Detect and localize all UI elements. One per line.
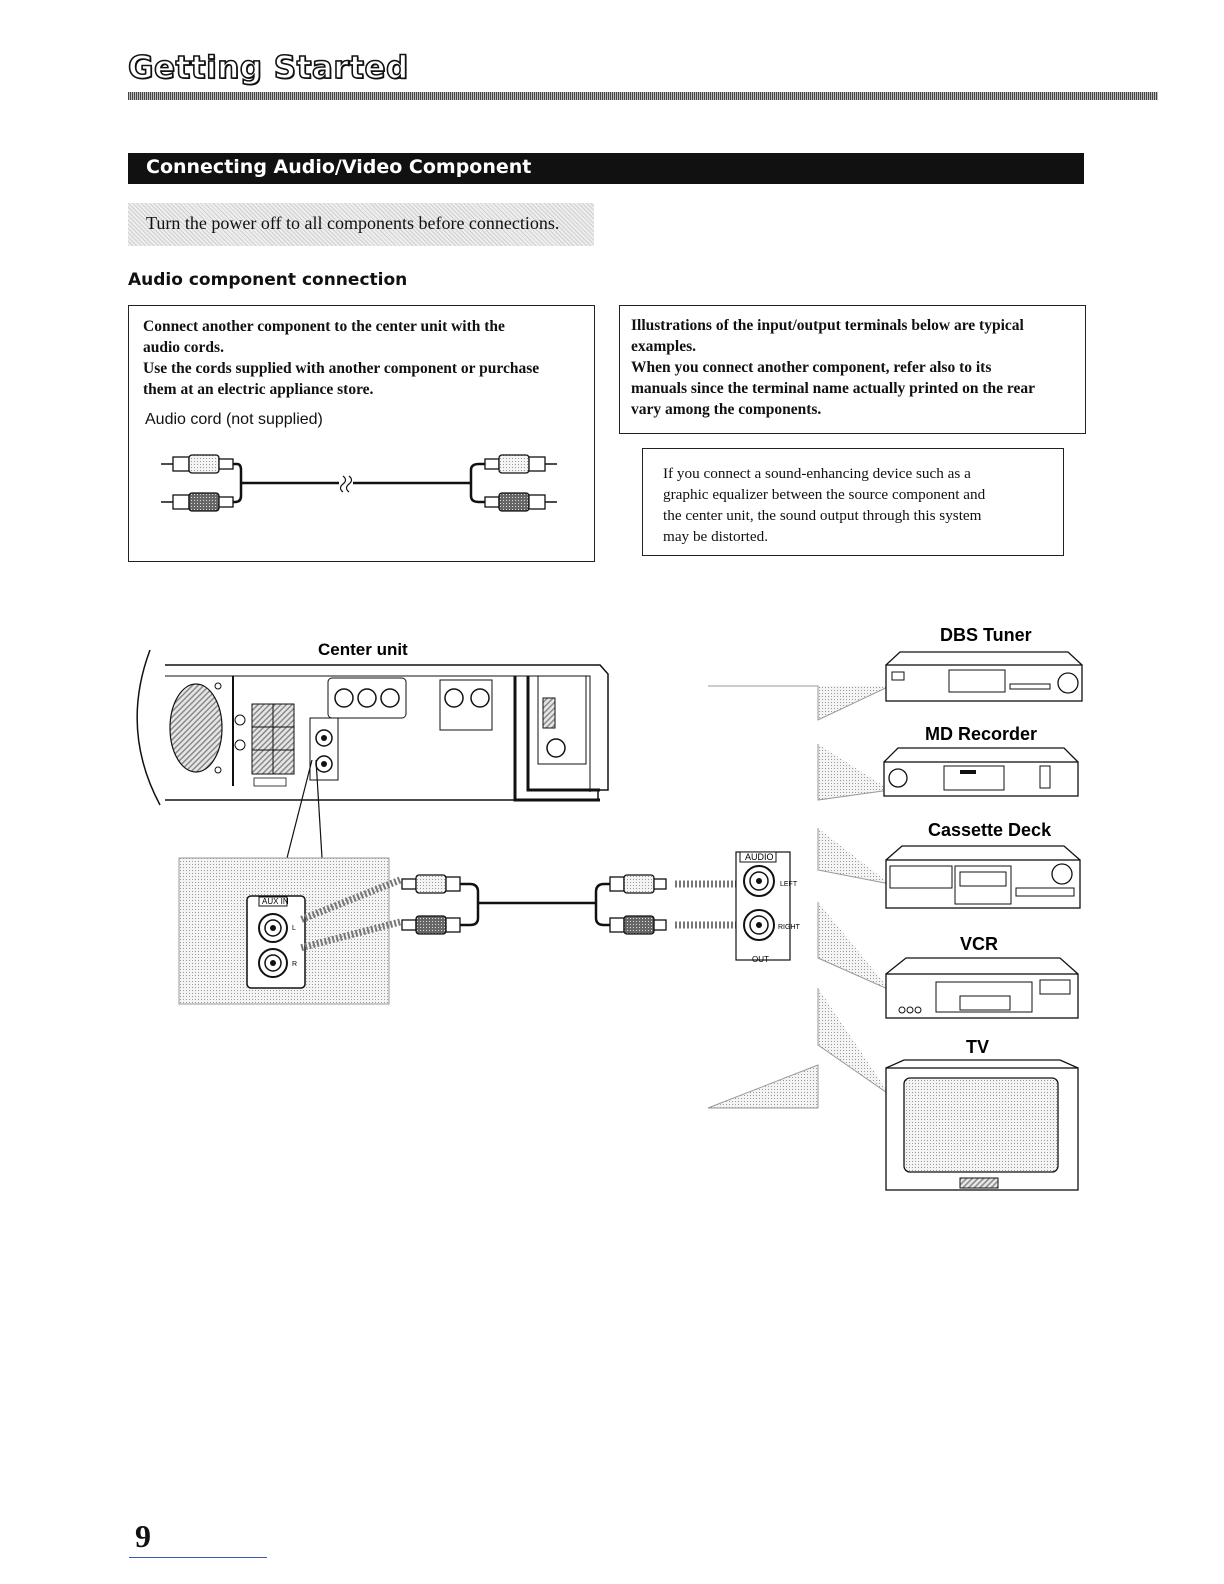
info-line-3: When you connect another component, refe… [631,359,992,376]
section-header: Connecting Audio/Video Component [128,153,1084,184]
md-recorder-label: MD Recorder [925,724,1037,744]
page-number-rule [129,1557,267,1558]
plug-icon [161,492,234,512]
info-line-2: examples. [631,338,697,355]
info-line-5: vary among the components. [631,401,822,418]
cassette-deck-illustration [885,845,1081,909]
center-unit-label: Center unit [318,640,408,659]
subsection-title: Audio component connection [128,270,408,290]
note-line-1: If you connect a sound-enhancing device … [663,465,971,482]
tv-illustration [885,1059,1079,1191]
aux-in-label: AUX IN [262,897,289,906]
note-line-2: graphic equalizer between the source com… [663,486,986,503]
instruction-line-1: Connect another component to the center … [143,318,505,335]
dbs-tuner-label: DBS Tuner [940,625,1032,645]
plug-icon [484,492,557,512]
plug-icon [401,874,461,894]
out-label: OUT [752,955,769,964]
audio-cord-illustration [161,454,557,512]
instruction-line-3: Use the cords supplied with another comp… [143,360,540,377]
cassette-deck-label: Cassette Deck [928,820,1052,840]
instruction-line-2: audio cords. [143,339,224,356]
warning-banner: Turn the power off to all components bef… [128,203,594,246]
plug-icon [161,454,234,474]
page-number: 9 [135,1518,151,1554]
instruction-box: Connect another component to the center … [128,305,595,562]
title-rule [128,92,1158,100]
warning-text: Turn the power off to all components bef… [146,213,560,233]
audio-cord-label: Audio cord (not supplied) [145,411,323,428]
audio-out-label: AUDIO [745,852,774,862]
audio-out-jack-panel [735,851,791,961]
plug-icon [609,915,667,935]
vcr-label: VCR [960,934,998,954]
note-line-4: may be distorted. [663,528,769,545]
aux-r-label: R [292,961,297,968]
left-channel-label: LEFT [780,881,798,888]
md-recorder-illustration [883,747,1079,797]
note-box: If you connect a sound-enhancing device … [642,448,1064,556]
dbs-tuner-illustration [885,651,1083,702]
tv-label: TV [966,1037,989,1057]
aux-l-label: L [292,925,296,932]
note-line-3: the center unit, the sound output throug… [663,507,982,524]
plug-icon [609,874,667,894]
section-title: Connecting Audio/Video Component [146,156,532,178]
vcr-illustration [885,957,1079,1019]
plug-icon [401,915,461,935]
info-line-1: Illustrations of the input/output termin… [631,317,1024,334]
plug-icon [484,454,557,474]
center-unit-rear-panel [136,649,609,806]
info-line-4: manuals since the terminal name actually… [631,380,1035,397]
right-channel-label: RIGHT [778,924,801,931]
aux-in-jack-panel [246,895,306,989]
instruction-line-4: them at an electric appliance store. [143,381,374,398]
page-title: Getting Started [127,49,409,87]
info-box: Illustrations of the input/output termin… [619,305,1086,434]
